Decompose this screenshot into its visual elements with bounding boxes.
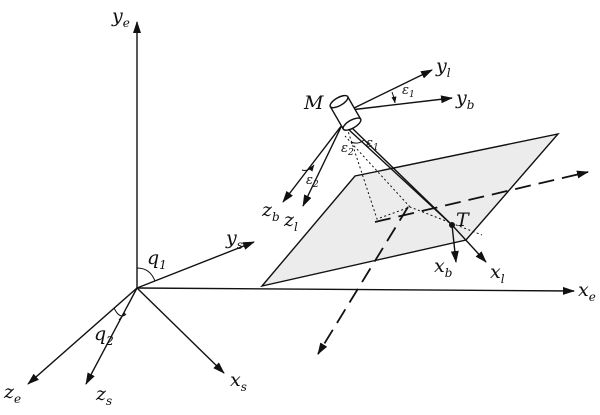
- axis-xe: [136, 286, 575, 295]
- label-xb: xb: [434, 255, 452, 280]
- label-zs: zs: [95, 383, 112, 408]
- point-T-marker: [449, 222, 455, 228]
- label-xl: xl: [490, 261, 505, 286]
- projection-lines: [346, 127, 483, 236]
- error-arc-e2-left: [301, 164, 315, 172]
- axis-zs: [85, 287, 138, 385]
- axis-ys: [136, 241, 255, 289]
- axis-xs: [136, 287, 225, 374]
- label-q1: q1: [147, 247, 167, 272]
- sensor-cylinder-icon: [329, 94, 362, 131]
- label-q2: q2: [94, 323, 114, 348]
- axis-zb: [282, 124, 343, 203]
- axis-yb: [349, 95, 453, 111]
- label-epsilon2-mid: ε2: [341, 141, 354, 158]
- target-plane: [260, 132, 560, 288]
- beam-to-T-2: [351, 127, 453, 226]
- label-ys: ys: [225, 227, 243, 252]
- axis-yl: [349, 69, 433, 111]
- label-yl: yl: [435, 55, 451, 80]
- label-epsilon2-left: ε2: [306, 173, 319, 190]
- label-epsilon1-top: ε1: [402, 83, 415, 100]
- axis-ze: [27, 287, 138, 385]
- label-epsilon1-mid: ε1: [366, 136, 379, 153]
- axis-xl: [451, 224, 487, 263]
- angle-arc-q2: [113, 307, 127, 317]
- label-yb: yb: [455, 87, 474, 112]
- label-M: M: [303, 92, 324, 114]
- angle-arc-q2-tick: [118, 312, 126, 321]
- label-zl: zl: [283, 209, 298, 234]
- error-arc-e1-top: [391, 91, 397, 104]
- angle-arc-q1: [136, 267, 156, 282]
- plane-axis-diag: [317, 206, 409, 355]
- axis-xb: [450, 224, 459, 263]
- label-ze: ze: [3, 381, 21, 406]
- error-arc-e-mid: [350, 139, 365, 144]
- label-T: T: [456, 209, 470, 231]
- label-zb: zb: [261, 199, 280, 224]
- label-xe: xe: [578, 279, 596, 304]
- label-ye: ye: [111, 5, 130, 30]
- axis-zl: [302, 124, 343, 207]
- plane-axis-long: [374, 170, 589, 223]
- label-xs: xs: [230, 369, 247, 394]
